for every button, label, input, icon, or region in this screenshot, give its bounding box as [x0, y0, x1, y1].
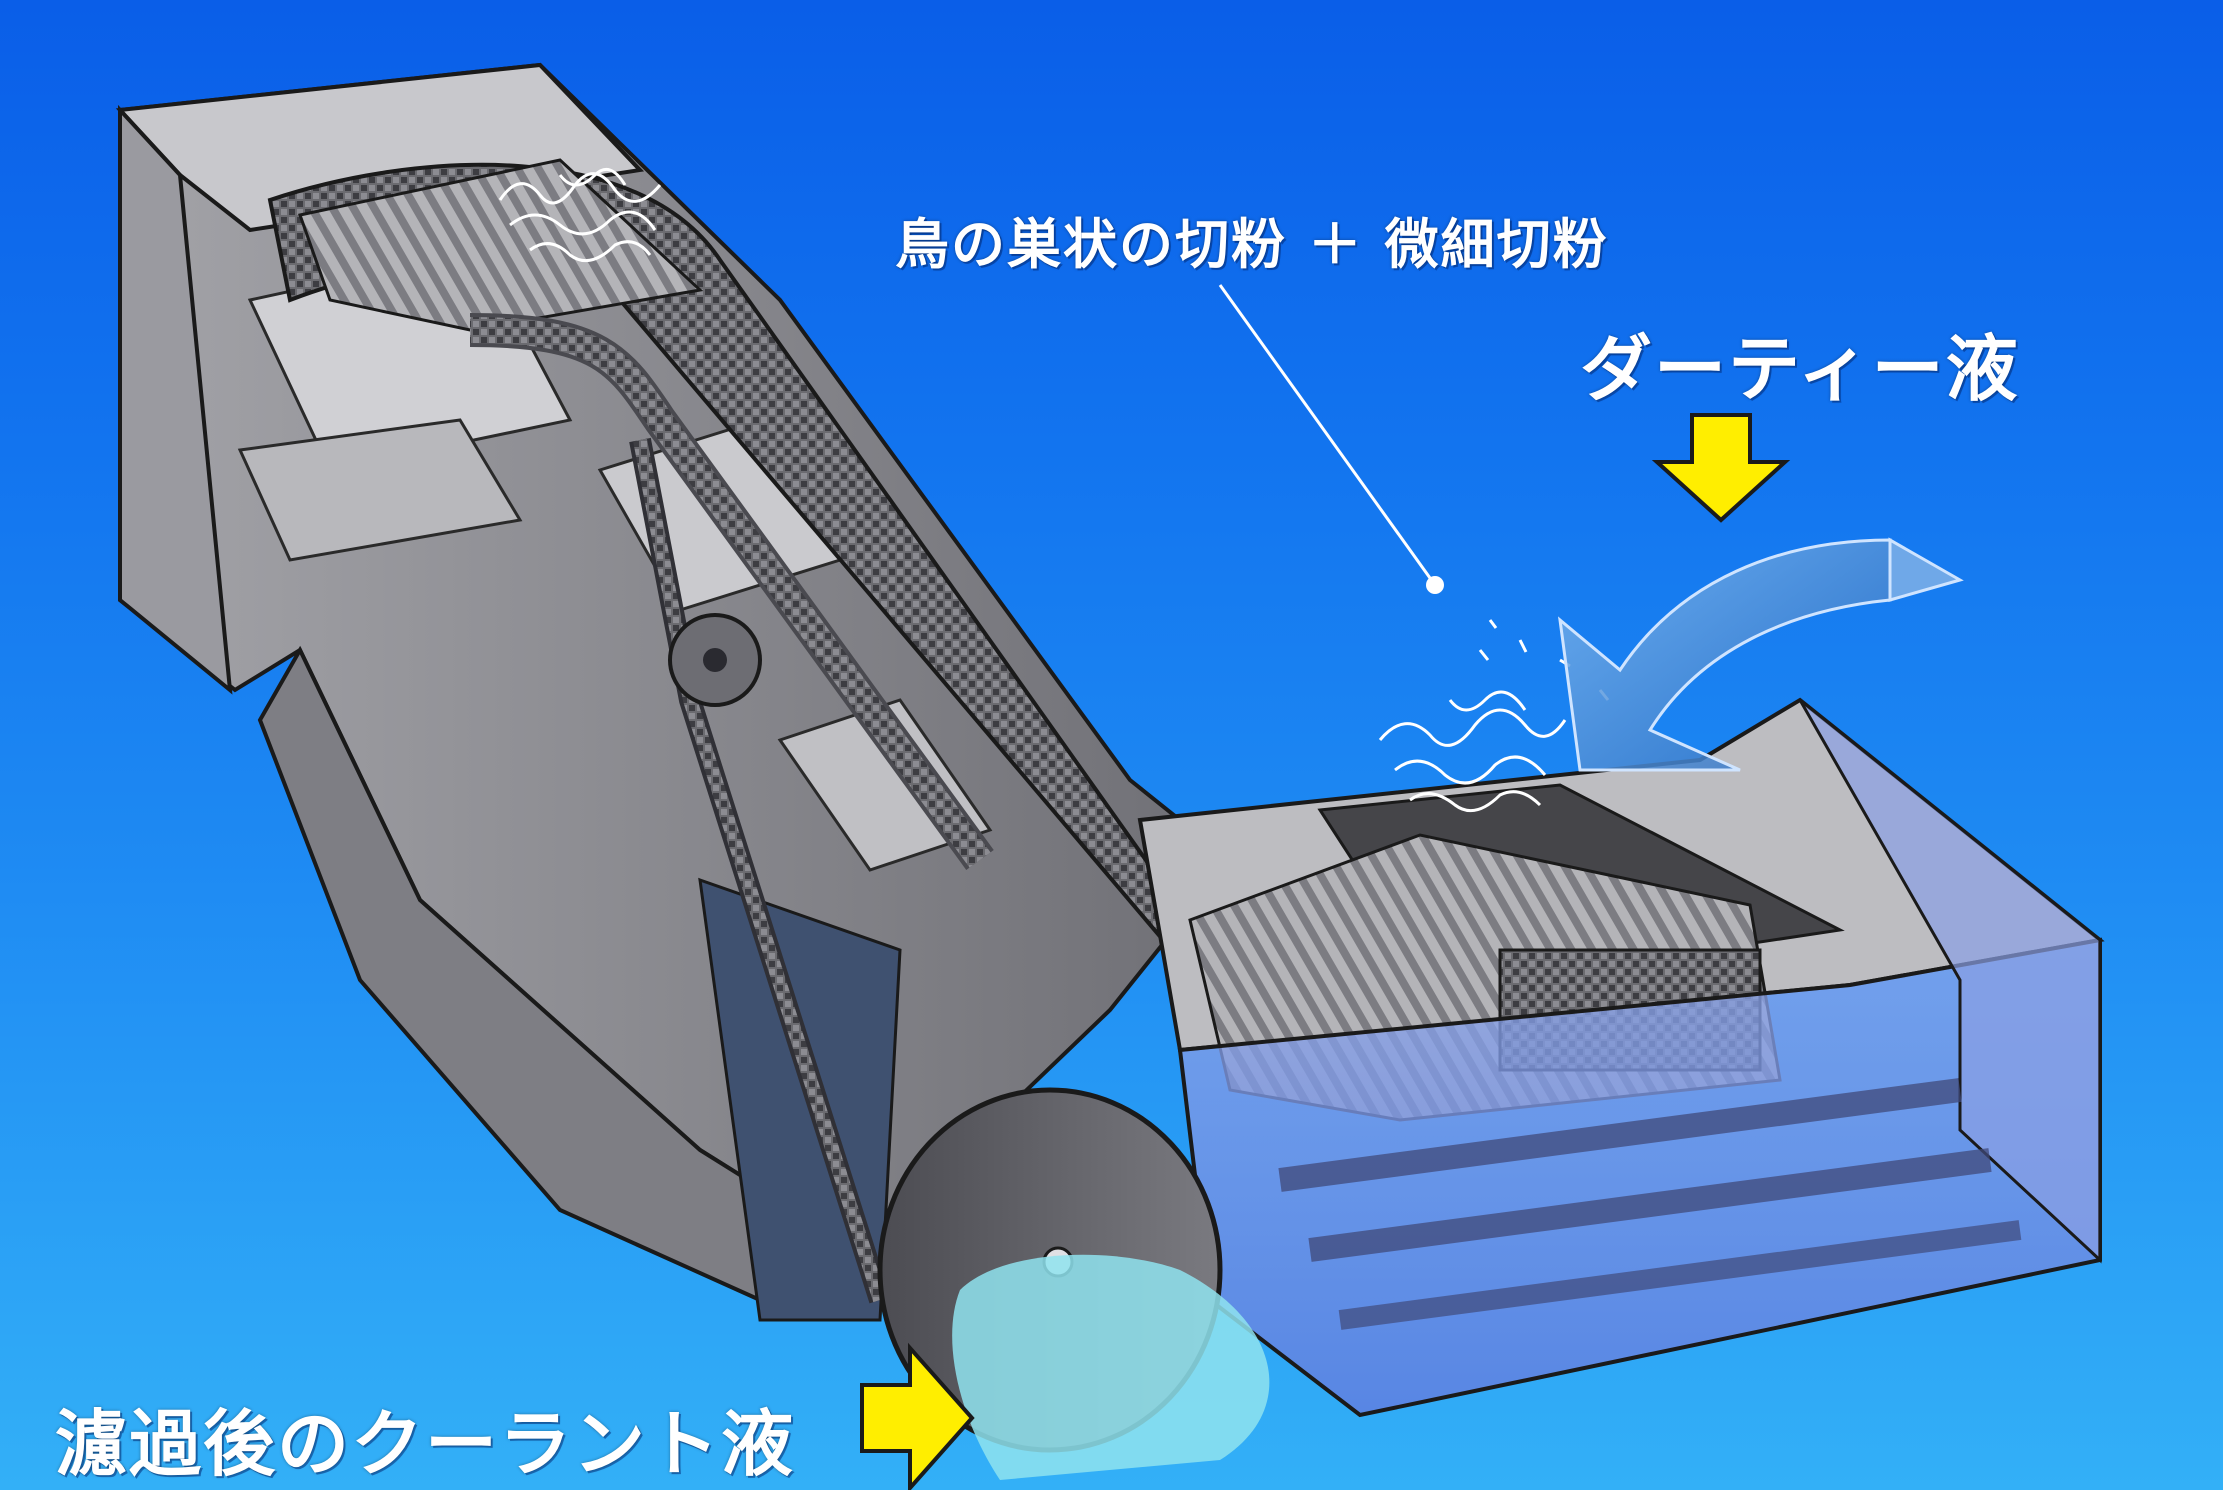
arrow-right-icon [860, 1342, 975, 1490]
chips-leader-line [1218, 284, 1444, 594]
conveyor-belt [267, 158, 1654, 1304]
drum-roller [877, 1087, 1270, 1480]
coolant-tank [1137, 697, 2105, 1418]
curved-arrow-tail [1888, 537, 1964, 602]
chips-cluster-inlet [1378, 619, 1610, 813]
chips-cluster-top [498, 167, 662, 263]
curved-arrow-icon [1558, 538, 1892, 772]
filtered-coolant-label: 濾過後のクーラント液 [55, 1402, 796, 1486]
chips-label: 鳥の巣状の切粉 ＋ 微細切粉 [895, 213, 1609, 276]
filtered-coolant-flow [952, 1254, 1270, 1480]
dirty-liquid-label: ダーティー液 [1580, 327, 2020, 411]
arrow-down-icon [1651, 413, 1791, 523]
